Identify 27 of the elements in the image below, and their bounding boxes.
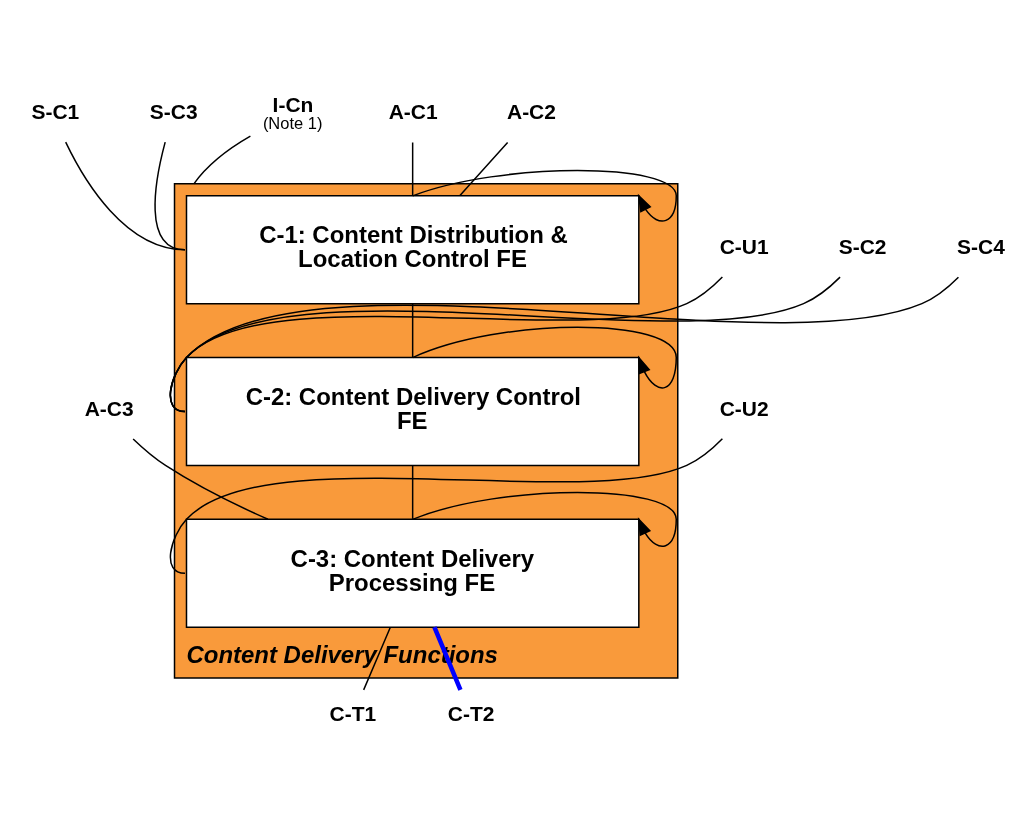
connector	[169, 276, 724, 413]
node-text: S-C4	[957, 234, 1005, 258]
node-box: C-3: Content Delivery Processing FE	[185, 518, 640, 628]
connector	[154, 141, 186, 251]
connector	[411, 464, 414, 520]
connector	[169, 276, 841, 413]
node-text: A-C3	[84, 396, 134, 420]
node-label: (Note 1)	[262, 113, 323, 132]
node-box: C-2: Content Delivery Control FE	[185, 356, 640, 467]
node-text: S-C3	[149, 99, 198, 123]
node-text: C-U2	[719, 396, 769, 420]
connector	[193, 135, 252, 185]
connector	[64, 141, 186, 251]
node-text: C-T2	[447, 702, 495, 726]
node-text: I-Cn	[272, 92, 314, 116]
connector	[411, 141, 414, 197]
node-text: A-C2	[507, 99, 556, 123]
node-text: C-T1	[329, 702, 377, 726]
connector	[169, 276, 960, 413]
connector	[132, 438, 269, 520]
node-text: S-C2	[838, 234, 887, 258]
node-text: S-C1	[31, 99, 80, 123]
node-text: A-C1	[388, 99, 438, 123]
node-text: C-U1	[719, 234, 769, 258]
connector	[169, 438, 724, 574]
node-box: C-1: Content Distribution & Location Control FE	[185, 195, 640, 305]
connector	[459, 141, 509, 197]
